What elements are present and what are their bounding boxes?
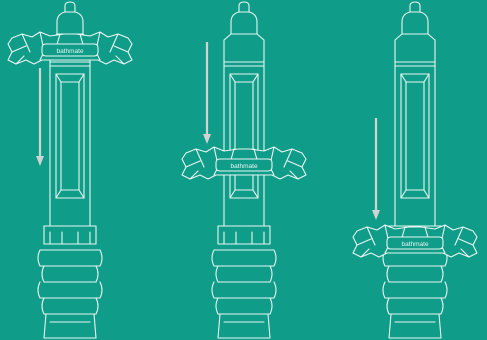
arrow-step-2 [203,42,211,144]
brand-label-3: bathmate [401,241,428,248]
brand-label-1: bathmate [56,48,83,55]
arrow-step-3 [372,118,380,220]
brand-label-2: bathmate [230,163,257,170]
pump-step-1: bathmate [8,2,132,338]
gaiter-step-3: bathmate [353,225,477,257]
gaiter-step-1: bathmate [8,32,132,64]
pump-step-2: bathmate [182,2,306,338]
arrow-step-1 [36,68,44,166]
pump-step-3: bathmate [353,2,477,338]
gaiter-step-2: bathmate [182,147,306,179]
